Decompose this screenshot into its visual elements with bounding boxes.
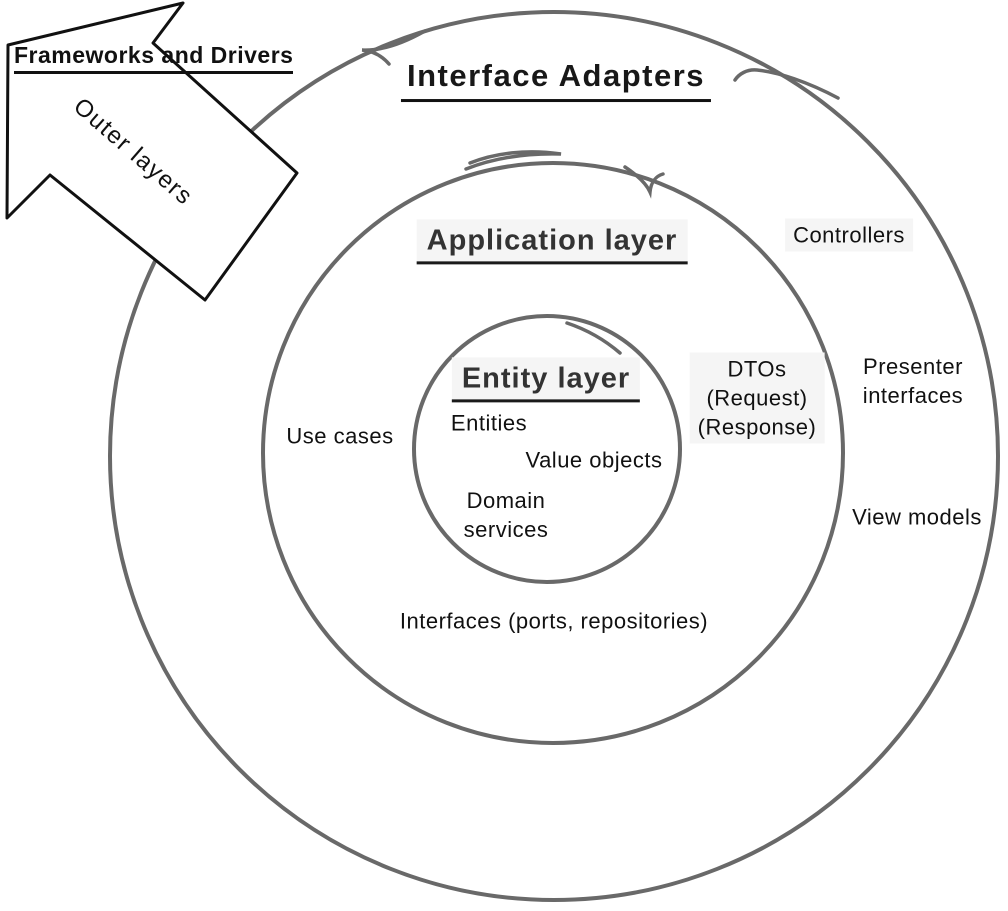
- outer-ring-circle: [108, 10, 1000, 902]
- middle-ring-circle: [261, 161, 845, 745]
- label-domain-services: Domain services: [464, 486, 549, 544]
- sketch-hook-outer-left: [361, 29, 427, 66]
- label-use-cases: Use cases: [286, 423, 394, 449]
- label-dtos-line1: DTOs: [727, 356, 787, 382]
- middle-ring-title: Application layer: [416, 219, 688, 265]
- outer-ring-title: Interface Adapters: [400, 56, 712, 102]
- hand-drawn-flourishes: [361, 29, 840, 355]
- sketch-lens-middle-left: [464, 150, 562, 171]
- label-presenter-interfaces-line2: interfaces: [862, 383, 964, 408]
- label-presenter-interfaces-line1: Presenter: [863, 353, 963, 379]
- label-presenter-interfaces: Presenter interfaces: [863, 352, 963, 410]
- label-domain-services-line2: services: [463, 517, 549, 542]
- inner-ring-title: Entity layer: [451, 357, 641, 403]
- sketch-hook-middle-right: [623, 165, 665, 199]
- label-view-models: View models: [852, 504, 982, 530]
- label-dtos-line2: (Request): [706, 385, 808, 411]
- label-controllers: Controllers: [785, 218, 913, 252]
- label-entities: Entities: [450, 410, 528, 436]
- sketch-double-inner-right: [565, 321, 622, 355]
- label-value-objects: Value objects: [525, 447, 663, 473]
- label-domain-services-line1: Domain: [466, 487, 546, 513]
- label-dtos-line3: (Response): [697, 414, 817, 440]
- inner-ring-circle: [412, 314, 682, 584]
- frameworks-arrow: [5, 1, 299, 302]
- label-interfaces-ports-repositories: Interfaces (ports, repositories): [399, 608, 709, 634]
- label-dtos: DTOs (Request) (Response): [689, 352, 825, 444]
- sketch-hook-outer-right: [733, 68, 840, 100]
- frameworks-and-drivers-label: Frameworks and Drivers: [14, 42, 294, 74]
